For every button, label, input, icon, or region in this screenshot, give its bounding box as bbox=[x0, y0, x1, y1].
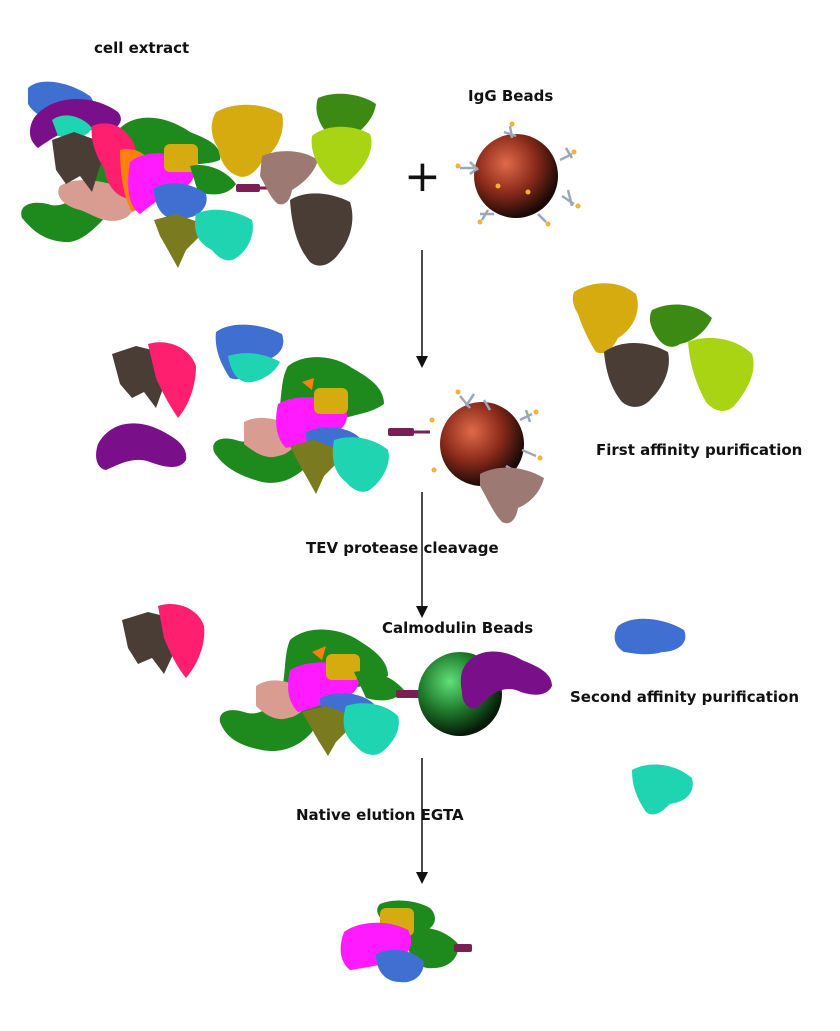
protein-gold-cylinder bbox=[164, 144, 198, 172]
protein-blue-small bbox=[154, 183, 207, 219]
igg-bead-bound bbox=[429, 389, 544, 524]
protein-olive bbox=[154, 214, 200, 268]
protein-pink-right bbox=[148, 342, 196, 418]
protein-dark-green-tail bbox=[190, 164, 236, 195]
protein-dark-green-tail bbox=[354, 670, 404, 701]
unbound-proteins-step2 bbox=[96, 324, 284, 470]
protein-teal-free bbox=[632, 764, 693, 815]
protein-teal-large bbox=[343, 703, 399, 755]
protein-dark-brown-washed bbox=[604, 343, 669, 407]
protein-yellow-green bbox=[311, 126, 372, 185]
protein-orange bbox=[302, 378, 314, 390]
tap-tag bbox=[396, 690, 422, 698]
protein-yellow-green-washed bbox=[688, 338, 754, 411]
protein-teal-step2 bbox=[228, 353, 280, 383]
label-second-affinity: Second affinity purification bbox=[570, 688, 799, 706]
protein-orange bbox=[312, 646, 326, 660]
label-cell-extract: cell extract bbox=[94, 39, 189, 57]
protein-purple-step2 bbox=[96, 423, 187, 470]
protein-pink bbox=[158, 604, 205, 678]
protein-blue bbox=[376, 949, 424, 983]
label-calmodulin-beads: Calmodulin Beads bbox=[382, 619, 533, 637]
label-igg-beads: IgG Beads bbox=[468, 87, 553, 105]
protein-purple-bound bbox=[460, 651, 552, 709]
label-native-elution: Native elution EGTA bbox=[296, 806, 464, 824]
purified-complex bbox=[340, 900, 472, 983]
protein-dark-brown bbox=[290, 193, 353, 266]
tap-tag-final bbox=[454, 944, 472, 952]
tap-tag bbox=[388, 428, 414, 436]
label-first-affinity: First affinity purification bbox=[596, 441, 802, 459]
unbound-proteins-step3 bbox=[122, 604, 693, 815]
protein-brown-gray bbox=[480, 467, 544, 524]
protein-olive bbox=[290, 440, 338, 494]
protein-gold-cylinder bbox=[314, 388, 348, 414]
protein-gold-washed bbox=[572, 283, 638, 354]
antibody-tips bbox=[455, 121, 581, 227]
protein-olive bbox=[302, 706, 350, 756]
protein-teal-large bbox=[332, 437, 389, 492]
protein-dark-green-washed bbox=[649, 304, 712, 347]
tap-tag bbox=[236, 184, 260, 192]
bound-complex-step3 bbox=[219, 629, 422, 756]
label-tev-cleavage: TEV protease cleavage bbox=[306, 539, 499, 557]
calmodulin-bead bbox=[418, 651, 552, 736]
plus-sign: + bbox=[404, 151, 441, 202]
protein-teal-large bbox=[194, 209, 253, 261]
washed-away-proteins bbox=[572, 283, 754, 411]
igg-bead bbox=[455, 121, 581, 227]
protein-blue-free bbox=[614, 618, 686, 655]
protein-teal bbox=[52, 115, 92, 138]
protein-gold bbox=[211, 104, 283, 177]
protein-brown-gray bbox=[260, 151, 318, 205]
protein-gold-cylinder bbox=[326, 654, 360, 680]
cell-extract-mixture bbox=[21, 81, 376, 268]
bound-complex-step2 bbox=[213, 357, 430, 494]
antibody-icons bbox=[460, 125, 575, 223]
